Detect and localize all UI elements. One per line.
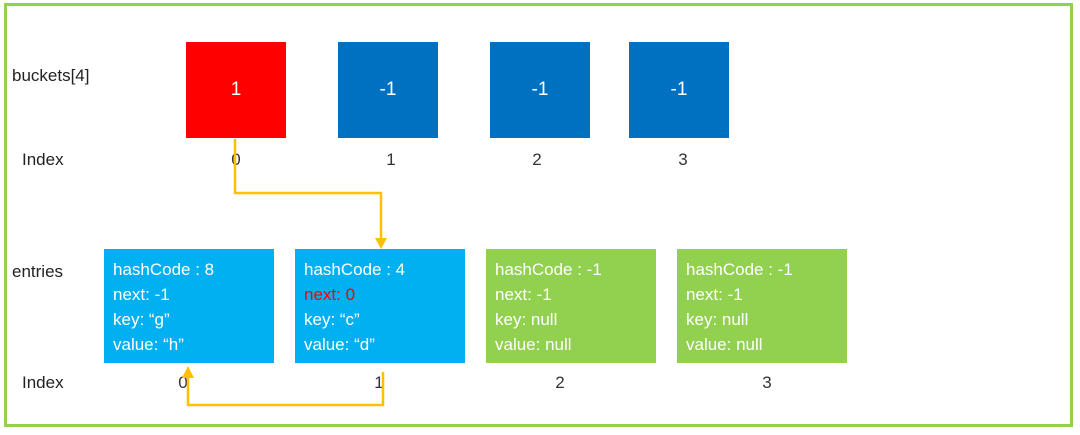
entry-3-value: value: null	[686, 335, 763, 354]
entry-index-label: Index	[22, 373, 64, 392]
entry-0-value: value: “h”	[113, 335, 184, 354]
entries-label: entries	[12, 262, 64, 281]
entry-1-key: key: “c”	[304, 310, 360, 329]
entry-2-key: key: null	[495, 310, 558, 329]
entry-0-next: next: -1	[113, 285, 170, 304]
bucket-to-entry-arrow	[233, 139, 383, 240]
bucket-to-entry-arrowhead	[375, 238, 387, 249]
bucket-index-label: Index	[22, 150, 64, 169]
bucket-1: -1	[338, 42, 438, 138]
bucket-index-2: 2	[532, 150, 542, 169]
bucket-index-1: 1	[386, 150, 396, 169]
bucket-index-3: 3	[678, 150, 688, 169]
next-chain-arrow	[186, 372, 385, 407]
entry-0: hashCode : 8 next: -1 key: “g” value: “h…	[104, 249, 274, 363]
entry-1: hashCode : 4 next: 0 key: “c” value: “d”	[295, 249, 465, 363]
buckets-label: buckets[4]	[12, 66, 90, 85]
entry-2-value: value: null	[495, 335, 572, 354]
entry-0-key: key: “g”	[113, 310, 170, 329]
entry-1-next: next: 0	[304, 285, 356, 304]
entry-index-1: 1	[374, 373, 384, 392]
entry-2-hashcode: hashCode : -1	[495, 260, 602, 279]
entry-2: hashCode : -1 next: -1 key: null value: …	[486, 249, 656, 363]
entry-3-next: next: -1	[686, 285, 743, 304]
bucket-0: 1	[186, 42, 286, 138]
entry-index-3: 3	[762, 373, 772, 392]
entry-3: hashCode : -1 next: -1 key: null value: …	[677, 249, 847, 363]
next-chain-arrowhead	[182, 366, 194, 378]
entry-3-key: key: null	[686, 310, 749, 329]
entry-1-value: value: “d”	[304, 335, 375, 354]
entry-index-2: 2	[555, 373, 565, 392]
entry-0-hashcode: hashCode : 8	[113, 260, 215, 279]
entry-1-hashcode: hashCode : 4	[304, 260, 406, 279]
entry-2-next: next: -1	[495, 285, 552, 304]
bucket-3: -1	[629, 42, 729, 138]
entry-index-0: 0	[178, 373, 188, 392]
bucket-2: -1	[490, 42, 590, 138]
diagram-frame	[4, 3, 1073, 427]
entry-3-hashcode: hashCode : -1	[686, 260, 793, 279]
